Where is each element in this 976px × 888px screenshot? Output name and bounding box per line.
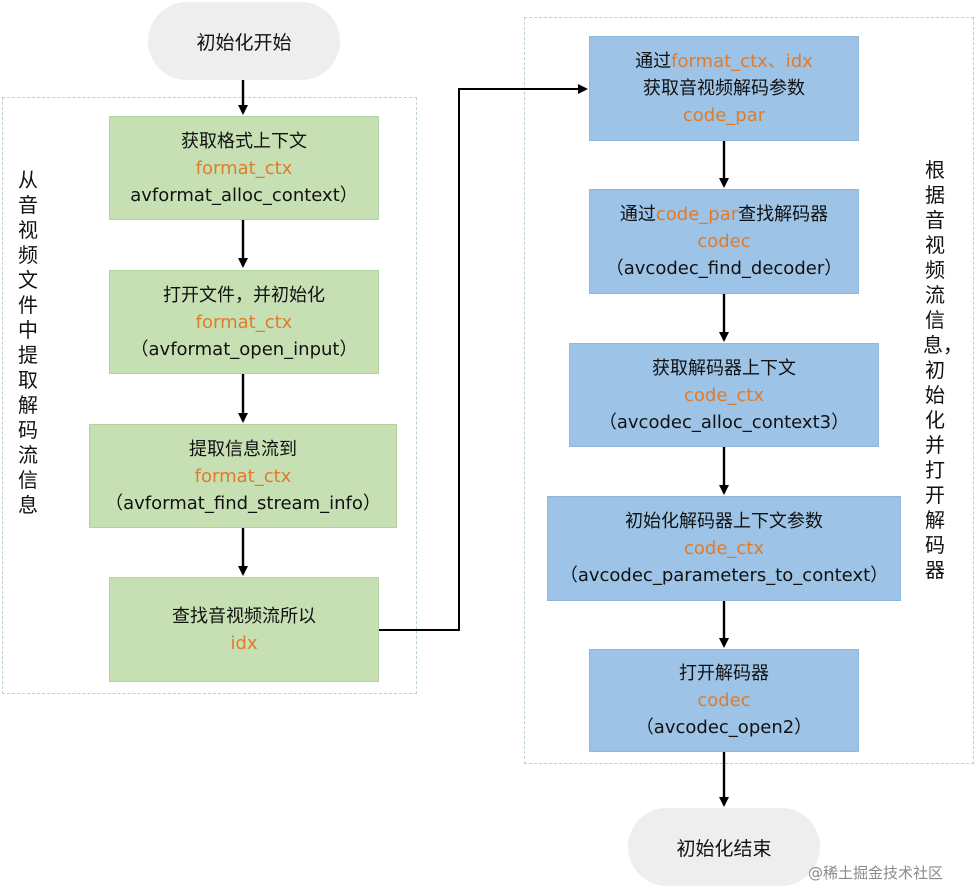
step-title: 打开文件，并初始化 — [163, 284, 325, 306]
start-label: 初始化开始 — [196, 31, 292, 54]
step-open-decoder: 打开解码器 codec （avcodec_open2） — [589, 649, 859, 752]
step-find-stream-info: 提取信息流到 format_ctx （avformat_find_stream_… — [89, 424, 397, 528]
left-group-label: 从音视频文件中提取解码流信息 — [18, 168, 38, 517]
step-get-format-context: 获取格式上下文 format_ctx avformat_alloc_contex… — [109, 116, 379, 220]
step-variable: code_ctx — [683, 384, 764, 406]
step-variable: codec — [697, 231, 751, 252]
step-variable: codec — [697, 690, 751, 711]
step-get-codec-params: 通过format_ctx、idx 获取音视频解码参数 code_par — [589, 36, 859, 141]
step-variable: format_ctx — [195, 157, 293, 179]
step-open-file: 打开文件，并初始化 format_ctx （avformat_open_inpu… — [109, 270, 379, 374]
step-function: avformat_alloc_context） — [130, 184, 358, 206]
step-find-stream-index: 查找音视频流所以 idx — [109, 577, 379, 682]
step-variable: format_ctx — [195, 311, 293, 333]
step-title: 获取格式上下文 — [181, 130, 307, 152]
start-node: 初始化开始 — [148, 2, 340, 80]
step-title-variable: code_par — [655, 204, 739, 225]
step-alloc-decoder-context: 获取解码器上下文 code_ctx （avcodec_alloc_context… — [569, 343, 879, 447]
step-variable: code_par — [682, 105, 766, 126]
step-title: 提取信息流到 — [189, 438, 297, 460]
watermark: @稀土掘金技术社区 — [808, 864, 944, 882]
step-title: 初始化解码器上下文参数 — [625, 511, 823, 532]
right-group-label: 根据音视频流信息，初始化并打开解码器 — [923, 158, 963, 582]
step-title-prefix: 通过 — [635, 51, 672, 72]
end-node: 初始化结束 — [628, 808, 820, 886]
step-title-line2: 获取音视频解码参数 — [643, 78, 805, 99]
step-title-variable: format_ctx、idx — [671, 51, 813, 72]
step-function: （avformat_open_input） — [130, 338, 358, 360]
step-title-prefix: 通过 — [619, 204, 656, 225]
step-title-suffix: 查找解码器 — [738, 204, 829, 225]
step-function: （avformat_find_stream_info） — [105, 492, 381, 514]
step-function: （avcodec_find_decoder） — [605, 258, 843, 279]
step-function: （avcodec_parameters_to_context） — [559, 565, 889, 586]
step-function: （avcodec_alloc_context3） — [598, 411, 850, 433]
step-variable: idx — [230, 632, 258, 654]
step-find-decoder: 通过code_par查找解码器 codec （avcodec_find_deco… — [589, 189, 859, 294]
step-title: 通过code_par查找解码器 — [620, 201, 828, 228]
end-label: 初始化结束 — [676, 837, 772, 860]
step-variable: code_ctx — [683, 538, 764, 559]
step-init-decoder-context-params: 初始化解码器上下文参数 code_ctx （avcodec_parameters… — [547, 496, 901, 601]
step-title: 获取解码器上下文 — [652, 357, 796, 379]
step-title: 查找音视频流所以 — [172, 605, 316, 627]
step-variable: format_ctx — [194, 465, 292, 487]
step-title: 通过format_ctx、idx — [635, 48, 813, 75]
step-title: 打开解码器 — [679, 663, 769, 684]
step-function: （avcodec_open2） — [635, 717, 813, 738]
